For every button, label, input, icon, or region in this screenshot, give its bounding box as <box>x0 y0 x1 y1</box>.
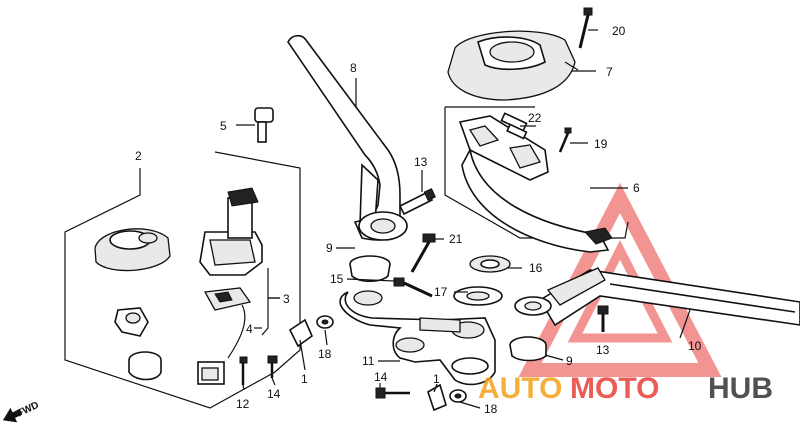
ignition-key <box>254 107 274 143</box>
watermark-auto: AUTO <box>478 372 562 405</box>
collar-9-upper <box>349 255 391 283</box>
fwd-label: FWD <box>15 400 40 420</box>
callout-11: 11 <box>362 354 375 368</box>
screw-14-left <box>267 355 278 378</box>
callout-15: 15 <box>330 272 344 286</box>
plate-1-bottom <box>427 383 447 412</box>
callout-16: 16 <box>529 261 543 275</box>
callout-12: 12 <box>236 397 250 411</box>
screw-12 <box>239 356 248 385</box>
washer-18-left <box>316 315 334 329</box>
top-bridge-cover <box>447 30 579 101</box>
callout-14-bottom: 14 <box>374 370 388 384</box>
bolt-19 <box>558 127 572 153</box>
callout-21: 21 <box>449 232 463 246</box>
callout-18-bottom: 18 <box>484 402 498 416</box>
callout-13-upper: 13 <box>414 155 428 169</box>
washer-16 <box>469 255 511 273</box>
callout-2: 2 <box>135 149 142 163</box>
callout-9-upper: 9 <box>326 241 333 255</box>
callout-20: 20 <box>612 24 626 38</box>
callout-6: 6 <box>633 181 640 195</box>
top-bridge-plate <box>444 106 629 253</box>
callout-8: 8 <box>350 61 357 75</box>
callout-22: 22 <box>528 111 542 125</box>
callout-18-left: 18 <box>318 347 332 361</box>
bolt-13-upper <box>398 188 436 216</box>
callout-1-bottom: 1 <box>433 372 440 386</box>
callout-1-left: 1 <box>301 372 308 386</box>
collar-9-lower <box>509 336 547 362</box>
plate-1-left <box>288 318 313 348</box>
watermark-wordmark: AUTO MOTO HUB <box>478 372 773 405</box>
callout-5: 5 <box>220 119 227 133</box>
screw-14-bottom <box>375 387 410 399</box>
callout-19: 19 <box>594 137 608 151</box>
washer-17 <box>453 286 503 306</box>
watermark-hub: HUB <box>708 372 773 405</box>
bolt-20 <box>578 7 593 49</box>
callout-13-lower: 13 <box>596 343 610 357</box>
callout-9-lower: 9 <box>566 354 573 368</box>
bolt-15 <box>393 277 433 298</box>
handlebar-right <box>514 267 800 327</box>
lower-bridge-bracket <box>339 290 496 386</box>
watermark-moto: MOTO <box>570 372 659 405</box>
bolt-21 <box>410 233 436 273</box>
callout-labels: 20 7 8 22 19 5 2 13 6 9 21 16 15 17 3 4 … <box>135 24 702 416</box>
callout-7: 7 <box>606 65 613 79</box>
callout-3: 3 <box>283 292 290 306</box>
callout-17: 17 <box>434 285 448 299</box>
forward-direction-indicator: FWD <box>2 400 41 423</box>
callout-10: 10 <box>688 339 702 353</box>
washer-18-bottom <box>449 389 467 403</box>
bolt-13-lower <box>597 305 609 332</box>
handlebar-left <box>287 34 408 241</box>
ignition-switch-assembly <box>64 151 301 409</box>
callout-14-left: 14 <box>267 387 281 401</box>
leader-lines <box>236 29 691 409</box>
callout-4: 4 <box>246 322 253 336</box>
